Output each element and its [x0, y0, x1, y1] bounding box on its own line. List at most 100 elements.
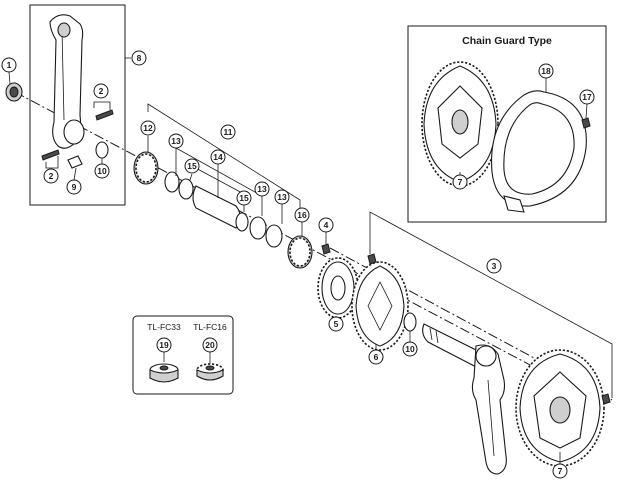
leader-1: [8, 71, 11, 85]
chainring-bolt-main: [367, 253, 377, 265]
svg-text:11: 11: [224, 127, 233, 137]
bb-spacer-3: [249, 216, 267, 240]
pinch-bolt-lower: [41, 149, 60, 161]
callout-2a: 2: [93, 83, 109, 99]
left-crank-spindle-hole: [63, 119, 85, 145]
pinch-bolt-upper: [95, 109, 114, 121]
chain-guard-bolt: [581, 117, 591, 129]
svg-text:15: 15: [239, 193, 249, 203]
svg-text:15: 15: [187, 161, 197, 171]
tool-right-label: TL-FC16: [193, 322, 227, 332]
callout-15b: 15: [236, 190, 252, 206]
bb-spacer-4: [265, 224, 283, 248]
callout-15a: 15: [184, 158, 200, 174]
callout-20: 20: [202, 337, 218, 353]
svg-text:14: 14: [213, 152, 223, 162]
callout-18: 18: [538, 63, 554, 79]
left-crank-frame: [29, 4, 126, 206]
leader-15a: [189, 173, 193, 181]
svg-text:17: 17: [582, 92, 592, 102]
bottom-bracket-group: [133, 103, 313, 269]
leader-2a: [93, 101, 111, 110]
inner-chainring-group: [317, 232, 359, 322]
callout-8: 8: [131, 50, 147, 66]
callout-9: 9: [66, 179, 82, 195]
svg-text:20: 20: [205, 340, 215, 350]
bb-inner-sleeve: [192, 185, 241, 229]
svg-text:5: 5: [334, 319, 339, 329]
callout-7b: 7: [552, 463, 568, 479]
guard-chainring-center: [451, 109, 469, 135]
leader-3-bracket: [369, 211, 613, 398]
callout-19: 19: [156, 337, 172, 353]
leader-11-bracket: [147, 103, 301, 210]
callout-17: 17: [579, 89, 595, 105]
right-crank-ridge: [487, 379, 495, 457]
chainring-bolt-small: [321, 243, 331, 255]
tools-group: TL-FC33 TL-FC16: [132, 315, 234, 395]
left-bb-cup-splines: [135, 153, 157, 183]
middle-chainring: [355, 265, 405, 347]
chain-guard-frame: [407, 25, 607, 223]
callout-10a: 10: [94, 163, 110, 179]
callout-5: 5: [328, 316, 344, 332]
svg-text:3: 3: [492, 261, 497, 271]
tool-fc33-hole: [159, 365, 169, 371]
bb-seal-1: [235, 212, 249, 232]
callout-11: 11: [220, 124, 236, 140]
tools-frame: [132, 315, 234, 395]
svg-text:7: 7: [558, 466, 563, 476]
middle-chainring-spider: [367, 281, 393, 331]
middle-chainring-group: [351, 253, 409, 351]
right-bb-cup-splines: [289, 237, 311, 267]
svg-text:7: 7: [458, 177, 463, 187]
callout-13c: 13: [274, 189, 290, 205]
svg-text:2: 2: [49, 171, 54, 181]
callout-7a: 7: [452, 174, 468, 190]
chain-guard-title: Chain Guard Type: [462, 35, 552, 47]
left-crank-group: [29, 4, 131, 206]
svg-text:12: 12: [143, 123, 153, 133]
chain-guard-inner: [503, 102, 575, 195]
right-crank-boss: [475, 345, 497, 367]
right-crank-group: [369, 211, 613, 475]
svg-text:19: 19: [159, 340, 169, 350]
callout-14: 14: [210, 149, 226, 165]
svg-text:4: 4: [324, 220, 329, 230]
callout-13a: 13: [168, 133, 184, 149]
svg-text:10: 10: [97, 166, 107, 176]
svg-text:16: 16: [297, 210, 307, 220]
callout-13b: 13: [254, 181, 270, 197]
callout-10b: 10: [402, 341, 418, 357]
svg-text:8: 8: [137, 53, 142, 63]
chain-guard-group: Chain Guard Type: [407, 25, 607, 223]
svg-text:2: 2: [99, 86, 104, 96]
callout-12: 12: [140, 120, 156, 136]
svg-text:10: 10: [405, 344, 415, 354]
safety-plate: [67, 155, 83, 169]
right-crank-arm: [471, 344, 507, 475]
outer-chainring-center: [549, 396, 571, 424]
callouts: 1 2 2 3 4 5 6 7 7 8 9 10 10 11 12 13 13 …: [1, 50, 595, 479]
bb-spacer-1: [164, 171, 180, 193]
callout-6: 6: [368, 349, 384, 365]
leader-2b: [45, 156, 59, 169]
tool-left-label: TL-FC33: [147, 322, 181, 332]
callout-4: 4: [318, 217, 334, 233]
left-crank-pedal-eye: [57, 22, 71, 38]
crank-fixing-bolt: [5, 71, 23, 102]
tool-fc16-hole: [205, 365, 215, 371]
left-crank-ridge: [61, 29, 65, 121]
bb-spacer-2: [178, 178, 194, 200]
svg-text:13: 13: [277, 192, 287, 202]
outer-chainring-bolt: [601, 393, 611, 405]
chain-guard-tab: [503, 195, 525, 213]
leader-17: [585, 103, 588, 119]
left-o-ring: [95, 141, 109, 159]
callout-16: 16: [294, 207, 310, 223]
inner-chainring-center: [330, 275, 346, 301]
svg-text:13: 13: [171, 136, 181, 146]
svg-text:6: 6: [374, 352, 379, 362]
svg-text:1: 1: [7, 60, 12, 70]
